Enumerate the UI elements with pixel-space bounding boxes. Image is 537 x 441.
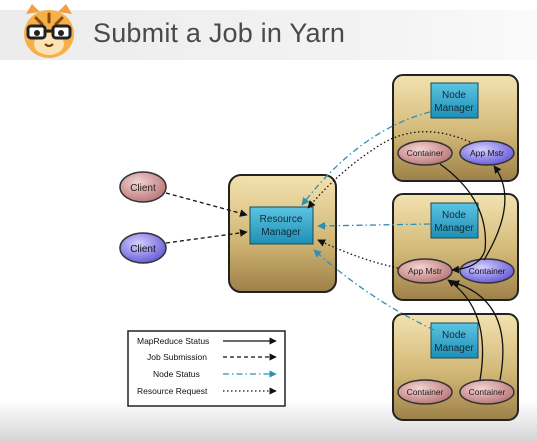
node1-container-label: Container [407, 148, 444, 158]
node-manager-label-1b: Manager [434, 103, 474, 114]
legend-label-resource-request: Resource Request [137, 386, 208, 396]
resource-request-arrow-1 [307, 131, 471, 209]
node-box-2: Node Manager App Mstr Container [392, 193, 519, 301]
client-2: Client [119, 232, 167, 264]
tiger-with-glasses-icon [18, 0, 80, 62]
node-manager-label-2a: Node [442, 210, 466, 221]
node-status-arrow-1 [301, 111, 431, 206]
node2-container-label: Container [469, 266, 506, 276]
node-box-3: Node Manager Container Container [392, 313, 519, 421]
legend: MapReduce Status Job Submission Node Sta… [127, 330, 286, 407]
legend-label-node-status: Node Status [153, 369, 200, 379]
node3-container-right-label: Container [469, 387, 506, 397]
node-status-arrow-2 [317, 221, 431, 230]
client-2-label: Client [130, 244, 156, 255]
node-manager-label-3b: Manager [434, 343, 474, 354]
node1-app-master-label: App Mstr [470, 148, 504, 158]
node-manager-label-1a: Node [442, 90, 466, 101]
client-1: Client [119, 171, 167, 203]
resource-manager-box: Resource Manager [228, 174, 337, 293]
mapreduce-status-arrow-3 [451, 280, 504, 381]
legend-label-mapreduce-status: MapReduce Status [137, 336, 209, 346]
node-manager-label-3a: Node [442, 330, 466, 341]
page-title: Submit a Job in Yarn [93, 18, 346, 48]
node3-container-left-label: Container [407, 387, 444, 397]
header-band [0, 10, 537, 60]
resource-manager-label-1: Resource [260, 214, 303, 225]
node2-app-master-label: App Mstr [408, 266, 442, 276]
node-manager-label-2b: Manager [434, 223, 474, 234]
node-box-1: Node Manager Container App Mstr [392, 74, 519, 182]
mapreduce-status-arrow-4 [483, 165, 506, 261]
legend-label-job-submission: Job Submission [147, 352, 207, 362]
node-status-arrow-3 [313, 249, 435, 331]
mapreduce-status-arrow-1 [439, 163, 487, 274]
resource-request-arrow-2 [317, 239, 399, 269]
client-1-label: Client [130, 183, 156, 194]
resource-manager-label-2: Manager [261, 227, 301, 238]
